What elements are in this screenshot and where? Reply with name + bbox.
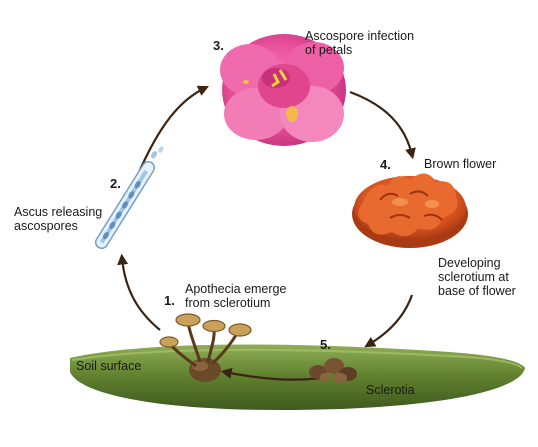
soil-surface xyxy=(70,344,525,410)
step-1-label: Apothecia emerge from sclerotium xyxy=(185,282,287,310)
arrow-5-to-1 xyxy=(220,367,321,381)
step-2-label: Ascus releasing ascospores xyxy=(14,205,103,233)
step-1-number: 1. xyxy=(164,293,175,308)
arrow-4-to-5 xyxy=(364,294,414,348)
apothecia-icon xyxy=(159,313,252,382)
step-5-number: 5. xyxy=(320,337,331,352)
sclerotia-icon xyxy=(309,358,357,383)
cycle-arrows xyxy=(117,85,416,381)
step-4-number: 4. xyxy=(380,157,391,172)
arrow-1-to-2 xyxy=(117,253,161,331)
step-4-label: Brown flower xyxy=(424,157,497,171)
step-3-number: 3. xyxy=(213,38,224,53)
step-3-label: Ascospore infection of petals xyxy=(305,29,415,57)
arrow-2-to-3 xyxy=(138,85,209,171)
sclerotia-label: Sclerotia xyxy=(366,383,415,397)
developing-sclerotium-label: Developing sclerotium at base of flower xyxy=(438,256,516,298)
soil-surface-label: Soil surface xyxy=(76,359,142,373)
pink-flower-icon xyxy=(220,34,346,146)
step-2-number: 2. xyxy=(110,176,121,191)
arrow-3-to-4 xyxy=(349,90,416,160)
brown-flower-icon xyxy=(352,173,468,248)
ascus-icon xyxy=(94,146,164,250)
